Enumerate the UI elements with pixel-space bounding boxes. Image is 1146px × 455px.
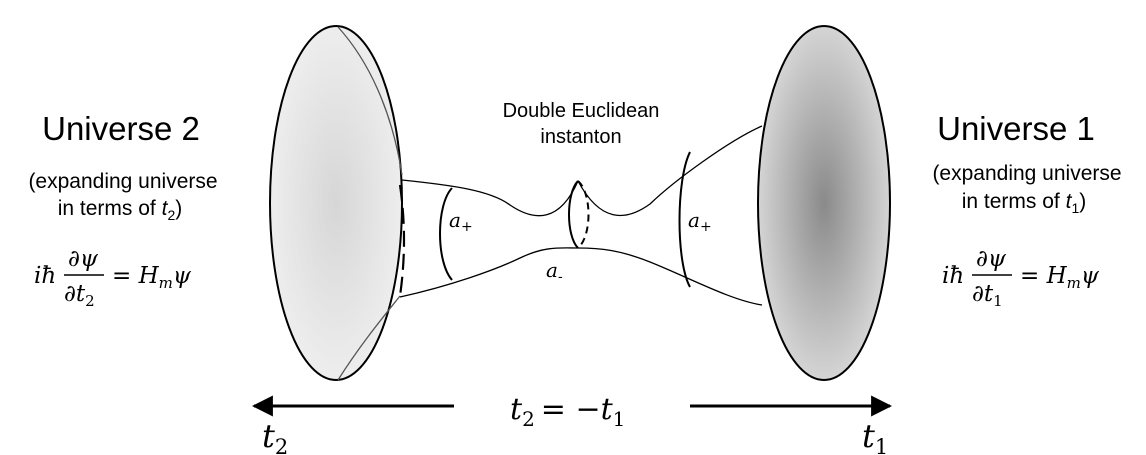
universe-1-subtitle-sub: 1	[1071, 200, 1079, 216]
universe-2-eq-denominator-sub: 2	[85, 292, 95, 310]
universe-1-eq-denominator: ∂t1	[972, 281, 1003, 310]
universe-1-title: Universe 1	[937, 110, 1095, 147]
universe-2-eq-denominator-var: ∂t	[64, 281, 86, 307]
universe-1-subtitle-prefix: in terms of	[962, 190, 1066, 213]
a-minus-sub: -	[558, 269, 563, 285]
a-plus-right-sub: +	[700, 219, 712, 235]
time-relation-rhs-sub: 1	[613, 407, 626, 431]
time-left-label: t2	[262, 417, 288, 455]
universe-1-equation: iħ ∂ψ ∂t1 = Hmψ	[942, 246, 1100, 310]
a-plus-left-ring	[439, 187, 453, 281]
universe-1-subtitle-line2: in terms of t1)	[962, 190, 1087, 216]
universe-2-inner-curve-top	[337, 26, 403, 176]
universe-2-equation: iħ ∂ψ ∂t2 = Hmψ	[34, 246, 192, 310]
universe-2-subtitle-var: t	[162, 197, 169, 220]
universe-1-subtitle-line1: (expanding universe	[932, 162, 1121, 185]
universe-2-subtitle-sub: 2	[167, 207, 175, 223]
a-plus-left-sub: +	[461, 219, 473, 235]
universe-1-eq-rhs-tail: ψ	[1081, 263, 1100, 289]
time-left-var: t	[262, 417, 275, 455]
universe-2-dashed-rim	[398, 184, 406, 297]
time-right-label: t1	[862, 417, 888, 455]
universe-1-eq-rhs-main: = H	[1020, 263, 1068, 289]
time-right-var: t	[862, 417, 875, 455]
instanton-top-outline	[401, 125, 763, 217]
instanton-top-outline-clean	[402, 180, 578, 208]
universe-1-subtitle-var: t	[1066, 190, 1073, 213]
universe-2-subtitle-prefix: in terms of	[58, 197, 162, 220]
a-plus-left-var: a	[449, 208, 461, 232]
instanton-bottom-outline	[399, 247, 763, 306]
time-right-sub: 1	[875, 435, 888, 455]
universe-1-eq-rhs: = Hmψ	[1020, 263, 1100, 292]
universe-1-eq-numerator: ∂ψ	[976, 246, 1007, 272]
universe-1-eq-denominator-var: ∂t	[972, 281, 994, 307]
universe-2-eq-rhs-tail: ψ	[173, 263, 192, 289]
instanton-top-left-neck	[402, 180, 580, 207]
a-minus-ring-front	[568, 180, 579, 249]
universe-2-eq-denominator: ∂t2	[64, 281, 95, 310]
universe-2-eq-rhs: = Hmψ	[112, 263, 192, 292]
a-plus-right-var: a	[688, 208, 700, 232]
universe-2-subtitle-suffix: )	[175, 197, 182, 220]
time-relation-lhs-var: t	[510, 392, 523, 427]
instanton-label-line2: instanton	[540, 126, 621, 148]
a-minus-ring-back	[577, 180, 590, 249]
universe-1-subtitle-suffix: )	[1079, 190, 1086, 213]
time-relation-op: = −t	[541, 392, 614, 427]
universe-2-title: Universe 2	[42, 110, 200, 147]
a-minus-var: a	[546, 258, 558, 282]
universe-2-eq-rhs-main: = H	[112, 263, 160, 289]
universe-1-eq-denominator-sub: 1	[993, 292, 1003, 310]
universe-2-subtitle-line2: in terms of t2)	[58, 197, 183, 223]
a-minus-label: a-	[546, 258, 563, 285]
time-relation: t2= −t1	[510, 392, 625, 431]
universe-1-eq-rhs-sub: m	[1067, 274, 1081, 292]
a-plus-left-label: a+	[449, 208, 473, 235]
universe-1-disk	[757, 25, 891, 381]
instanton-label-line1: Double Euclidean	[503, 100, 660, 122]
universe-2-eq-numerator: ∂ψ	[68, 246, 99, 272]
universe-2-subtitle-line1: (expanding universe	[28, 170, 217, 193]
time-relation-lhs-sub: 2	[522, 407, 535, 431]
time-left-sub: 2	[275, 435, 288, 455]
universe-2-disk	[269, 25, 403, 381]
universe-1-eq-lhs: iħ	[942, 263, 964, 289]
a-plus-right-label: a+	[688, 208, 712, 235]
a-plus-right-ring	[678, 151, 691, 288]
universe-2-inner-curve-bottom	[337, 295, 401, 381]
universe-2-eq-lhs: iħ	[34, 263, 56, 289]
universe-2-eq-rhs-sub: m	[159, 274, 173, 292]
